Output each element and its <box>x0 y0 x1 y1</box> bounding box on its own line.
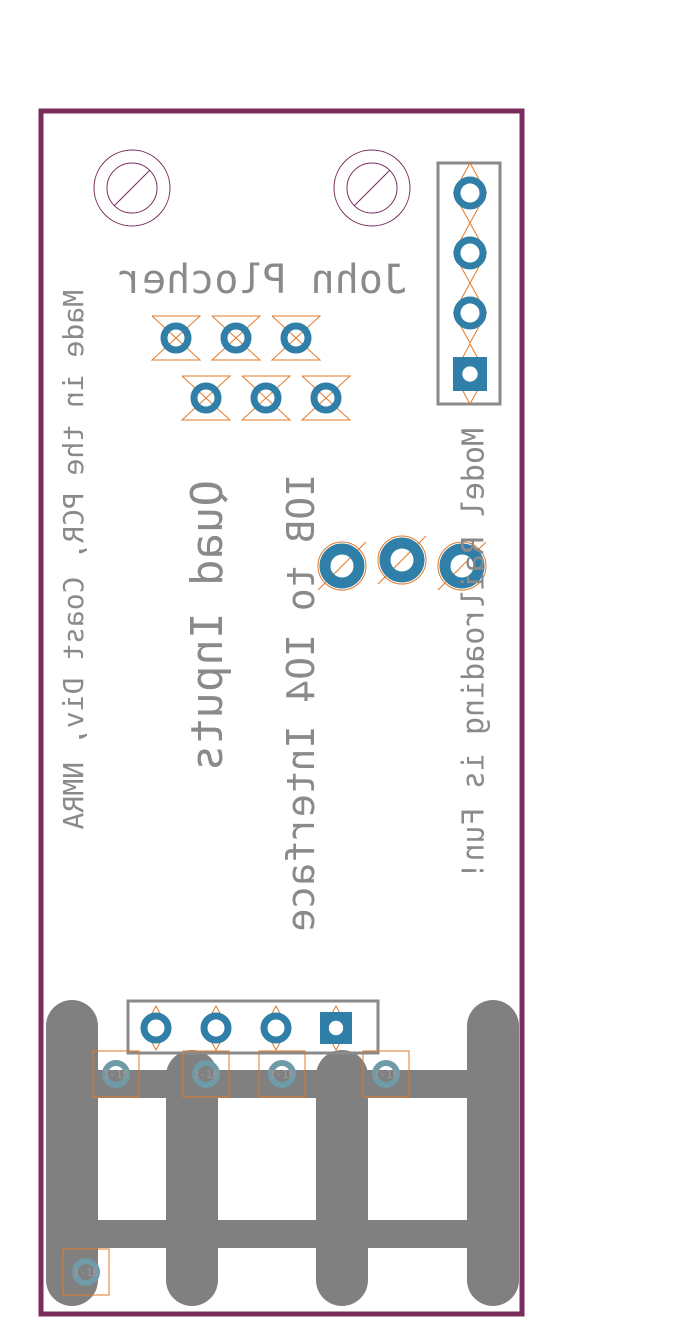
pin-marker <box>317 541 367 591</box>
pin-marker <box>437 541 487 591</box>
through-hole-pad <box>379 537 425 583</box>
test-pad <box>372 1060 400 1088</box>
header-bottom-outline <box>126 999 380 1055</box>
pad-outline <box>182 1050 230 1098</box>
mounting-hole-left <box>93 149 171 227</box>
pad-outline <box>92 1050 140 1098</box>
through-hole-pad <box>280 322 312 354</box>
header-right-outline <box>436 161 502 406</box>
test-pad <box>102 1060 130 1088</box>
through-hole-pad <box>160 322 192 354</box>
regulator-pads <box>317 535 487 591</box>
through-hole-pad <box>250 382 282 414</box>
pin-marker <box>377 535 427 585</box>
pad-label: 1-16 <box>269 1068 296 1081</box>
through-hole-pad <box>200 1012 232 1044</box>
through-hole-pad <box>439 543 485 589</box>
through-hole-pad <box>453 236 487 270</box>
through-hole-pad <box>190 382 222 414</box>
through-hole-pad <box>453 296 487 330</box>
test-pads: 1-16 1-16 1-16 1-16 1-16 <box>62 1050 410 1296</box>
pad-label: 1-16 <box>103 1068 130 1081</box>
silkscreen-text: John Plocher Quad Inputs IOB to IO4 Inte… <box>57 257 492 932</box>
through-hole-pad <box>453 176 487 210</box>
author-label: John Plocher <box>118 257 407 303</box>
board-outline <box>38 108 525 1317</box>
through-hole-pad <box>260 1012 292 1044</box>
header-bottom-pins <box>140 1004 352 1052</box>
through-hole-pad <box>310 382 342 414</box>
pad-label: 1-16 <box>193 1068 220 1081</box>
trace-network <box>46 1000 519 1306</box>
through-hole-pad <box>220 322 252 354</box>
mounting-hole-right <box>333 149 411 227</box>
pin-marker <box>377 535 427 585</box>
pad-drill <box>462 366 478 382</box>
title-label: Quad Inputs <box>182 480 233 771</box>
pad-outline <box>362 1050 410 1098</box>
subtitle-label: IOB to IO4 Interface <box>279 474 323 932</box>
through-hole-pad <box>319 543 365 589</box>
credit-label: Made in the PCR, Coast Div, NMRA <box>57 290 90 830</box>
pin-marker <box>437 541 487 591</box>
pad-outline <box>62 1248 110 1296</box>
through-hole-pad <box>140 1012 172 1044</box>
test-pad <box>268 1060 296 1088</box>
pad-label: 1-16 <box>373 1068 400 1081</box>
tagline-label: Model Railroading is Fun! <box>457 428 492 880</box>
pad-drill <box>328 1020 344 1036</box>
test-pad <box>72 1258 100 1286</box>
pad-label: 1-16 <box>73 1266 100 1279</box>
pad-outline <box>258 1050 306 1098</box>
pin-marker <box>317 541 367 591</box>
dip-pads <box>150 315 352 421</box>
test-pad <box>192 1060 220 1088</box>
header-right-pins <box>452 161 488 406</box>
